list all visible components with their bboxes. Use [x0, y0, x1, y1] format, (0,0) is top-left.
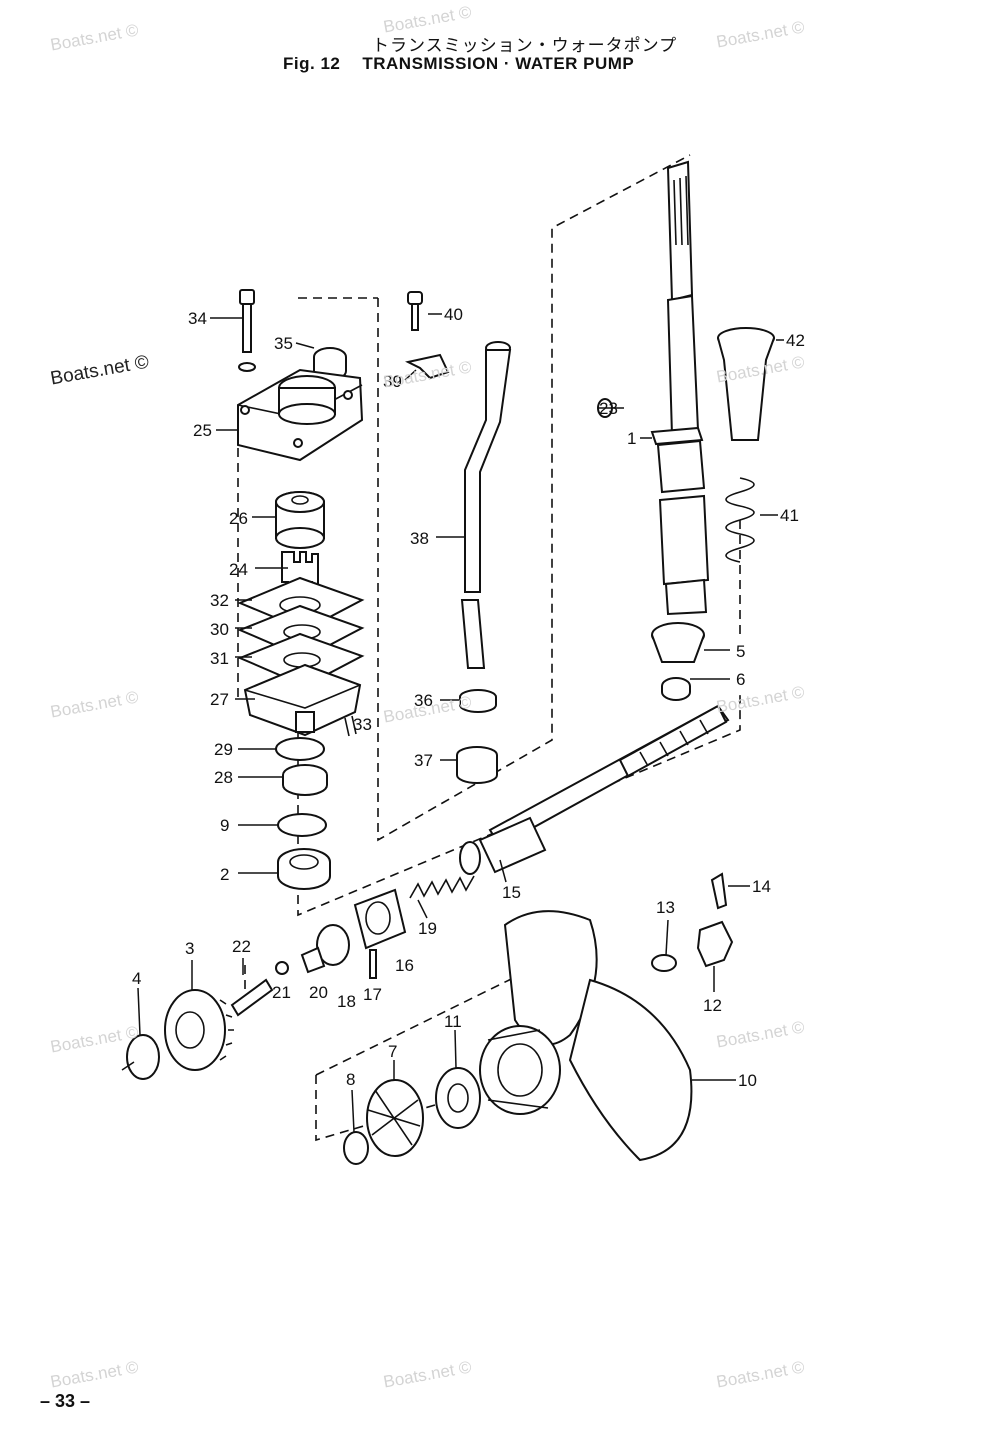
part-41-spring [725, 477, 755, 563]
part-17-pin [369, 949, 377, 979]
part-7-reverse-gear [366, 1079, 424, 1157]
callout-9: 9 [220, 816, 230, 835]
callout-40: 40 [444, 305, 463, 324]
callout-14: 14 [752, 877, 771, 896]
part-9-circlip [277, 813, 327, 837]
part-4-shim [126, 1034, 160, 1080]
part-6-nut [661, 677, 691, 701]
callout-27: 27 [210, 690, 229, 709]
part-14-cotter-pin [710, 872, 728, 910]
part-2-bearing [277, 848, 331, 890]
callout-18: 18 [337, 992, 356, 1011]
callout-20: 20 [309, 983, 328, 1002]
part-27-pump-base [243, 663, 362, 737]
callout-29: 29 [214, 740, 233, 759]
callout-6: 6 [736, 670, 746, 689]
callout-11: 11 [444, 1012, 462, 1031]
callout-19: 19 [418, 919, 437, 938]
callout-33: 33 [353, 715, 372, 734]
callout-37: 37 [414, 751, 433, 770]
part-38-water-tube [460, 341, 512, 669]
figure-title: Fig. 12 TRANSMISSION · WATER PUMP [283, 54, 634, 74]
callout-34: 34 [188, 309, 207, 328]
part-37-grommet [456, 746, 498, 784]
part-26-impeller-insert [275, 491, 325, 549]
part-22-shift-rod-pin [230, 978, 274, 1017]
part-36-grommet [459, 689, 497, 713]
callout-7: 7 [388, 1042, 398, 1061]
callout-31: 31 [210, 649, 229, 668]
callout-32: 32 [210, 591, 229, 610]
callout-17: 17 [363, 985, 382, 1004]
callout-25: 25 [193, 421, 212, 440]
part-20-plunger [300, 946, 326, 974]
callout-4: 4 [132, 969, 142, 988]
part-21-ball [275, 961, 289, 975]
part-42-sleeve [717, 327, 775, 441]
figure-number: Fig. 12 [283, 54, 341, 73]
callout-22: 22 [232, 937, 251, 956]
callout-leader-lines [121, 313, 784, 1133]
callout-15: 15 [502, 883, 521, 902]
callout-24: 24 [229, 560, 248, 579]
part-10-propeller [479, 910, 693, 1162]
title-japanese: トランスミッション・ウォータポンプ [372, 36, 678, 56]
callout-21: 21 [272, 983, 291, 1002]
part-18-clutch-ring [316, 924, 350, 966]
part-28-oil-seal [282, 764, 328, 796]
callout-1: 1 [627, 429, 637, 448]
part-11-thrust-hub [435, 1067, 481, 1129]
part-12-nut [696, 920, 734, 968]
callout-23: 23 [599, 399, 618, 418]
callout-13: 13 [656, 898, 675, 917]
part-33-pins [344, 715, 357, 737]
part-15-propeller-shaft [459, 704, 730, 875]
callout-8: 8 [346, 1070, 356, 1089]
callout-28: 28 [214, 768, 233, 787]
part-34-washer [238, 362, 256, 372]
callout-36: 36 [414, 691, 433, 710]
callout-26: 26 [229, 509, 248, 528]
callout-5: 5 [736, 642, 746, 661]
part-40-screw [407, 291, 423, 331]
part-16-clutch [353, 888, 407, 950]
part-25-pump-housing [237, 368, 364, 462]
part-19-spring [409, 875, 475, 899]
callout-2: 2 [220, 865, 230, 884]
figure-caption: TRANSMISSION · WATER PUMP [362, 54, 635, 73]
part-13-washer [651, 954, 677, 972]
callout-10: 10 [738, 1071, 757, 1090]
callout-3: 3 [185, 939, 195, 958]
part-8-shim [343, 1131, 369, 1165]
part-39-clamp [405, 353, 450, 380]
callout-16: 16 [395, 956, 414, 975]
part-5-pinion-gear [651, 622, 705, 663]
callout-30: 30 [210, 620, 229, 639]
page-number: – 33 – [40, 1391, 91, 1411]
part-1-drive-shaft [650, 160, 710, 616]
callout-38: 38 [410, 529, 429, 548]
part-3-forward-gear [164, 989, 234, 1071]
callout-12: 12 [703, 996, 722, 1015]
callout-35: 35 [274, 334, 293, 353]
callout-41: 41 [780, 506, 799, 525]
part-34-bolt [239, 289, 255, 353]
part-29-o-ring [275, 737, 325, 761]
callout-42: 42 [786, 331, 805, 350]
callout-39: 39 [383, 372, 402, 391]
